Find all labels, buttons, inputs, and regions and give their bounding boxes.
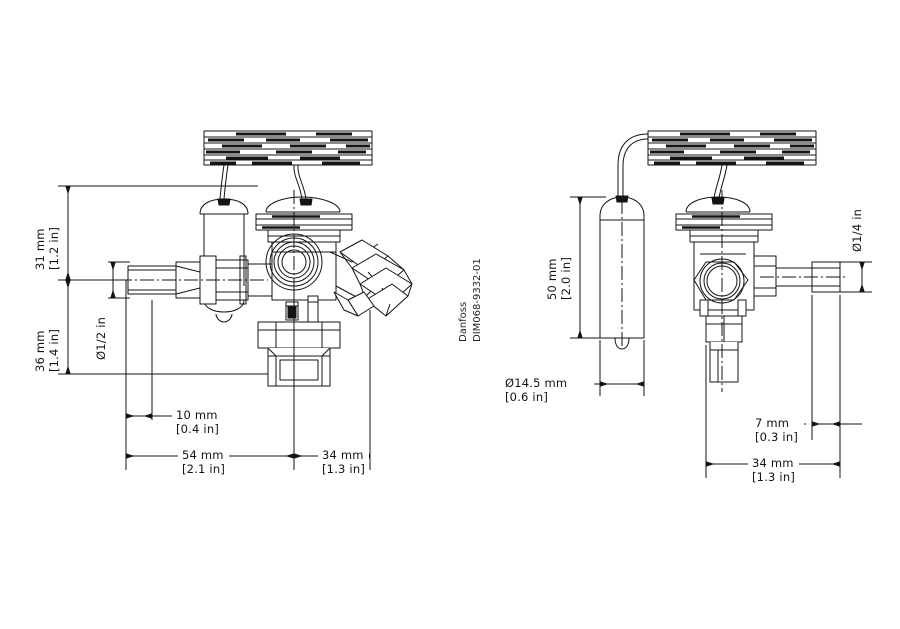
- bottom-outlet-right: [705, 315, 743, 383]
- title-block-drawing-number: DIM068-9332-01: [472, 258, 483, 342]
- sensing-bulb: [599, 196, 645, 350]
- dim-label-body-width: 34 mm[1.3 in]: [748, 456, 800, 484]
- dim-label-bulb-length: 50 mm[2.0 in]: [545, 256, 573, 300]
- valve-body-right: [693, 242, 777, 311]
- dim-label-inlet-diameter: Ø1/2 in: [94, 316, 108, 360]
- dim-label-height-upper: 31 mm[1.2 in]: [33, 226, 61, 270]
- valve-hex-seat-right: [693, 258, 749, 304]
- angled-outlet-fitting-left: [333, 239, 413, 317]
- right-view-dimension-lines: [570, 196, 872, 478]
- valve-top-cap: [255, 196, 353, 243]
- capillary-tube-left: [217, 164, 313, 206]
- dim-label-width-right: 34 mm[1.3 in]: [318, 448, 370, 476]
- capillary-coil-left: [203, 130, 373, 166]
- diaphragm-dome-secondary: [199, 198, 249, 323]
- dim-label-bulb-diameter: Ø14.5 mm[0.6 in]: [502, 376, 571, 404]
- valve-tabs-right: [699, 299, 747, 317]
- right-view-centrelines: [621, 190, 848, 392]
- left-view-centrelines: [96, 190, 295, 400]
- dim-label-width-left: 54 mm[2.1 in]: [178, 448, 230, 476]
- valve-top-cap-right: [675, 196, 773, 243]
- left-view-geometry: [58, 130, 413, 470]
- title-block-brand: Danfoss: [458, 301, 469, 342]
- right-view-geometry: [570, 130, 872, 478]
- dim-label-outlet-diameter: Ø1/4 in: [850, 208, 864, 252]
- dim-label-offset-inlet: 10 mm[0.4 in]: [176, 408, 220, 436]
- dim-label-port-offset: 7 mm[0.3 in]: [752, 416, 802, 444]
- bottom-outlet-left: [257, 321, 341, 387]
- dim-label-height-lower: 36 mm[1.4 in]: [33, 328, 61, 372]
- capillary-coil-right: [647, 130, 817, 166]
